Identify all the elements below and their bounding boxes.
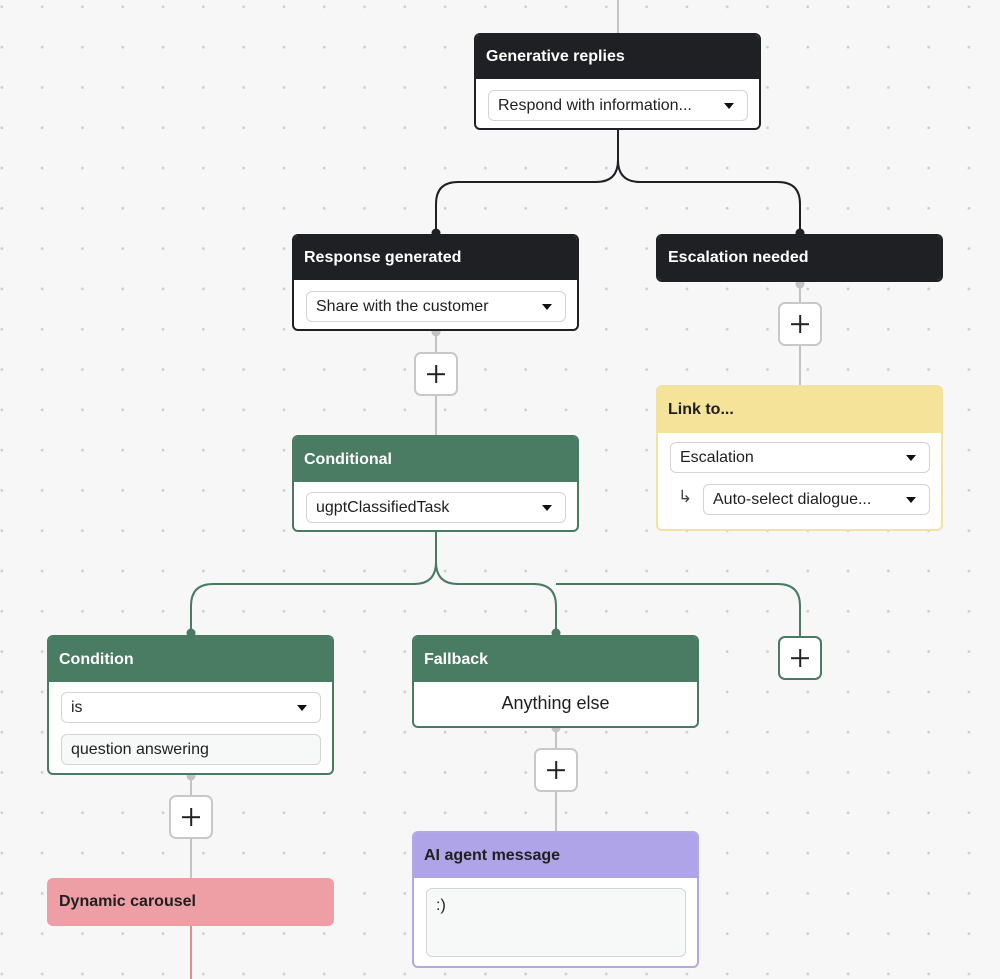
node-title: Dynamic carousel [59, 893, 196, 910]
node-title: Condition [49, 637, 332, 682]
caret-down-icon [297, 705, 307, 711]
generative-replies-select[interactable]: Respond with information... [488, 90, 748, 121]
add-step-button[interactable] [534, 748, 578, 792]
dynamic-carousel-node[interactable]: Dynamic carousel [47, 878, 334, 926]
add-step-button[interactable] [778, 302, 822, 346]
escalation-needed-node[interactable]: Escalation needed [656, 234, 943, 282]
link-target-select[interactable]: Escalation [670, 442, 930, 473]
add-step-button[interactable] [414, 352, 458, 396]
conditional-variable-select[interactable]: ugptClassifiedTask [306, 492, 566, 523]
select-value: is [71, 698, 83, 716]
condition-value-input[interactable]: question answering [61, 734, 321, 765]
node-title: AI agent message [414, 833, 697, 878]
fallback-text: Anything else [501, 693, 610, 713]
condition-operator-select[interactable]: is [61, 692, 321, 723]
caret-down-icon [724, 103, 734, 109]
caret-down-icon [906, 455, 916, 461]
node-title: Link to... [658, 387, 941, 433]
caret-down-icon [906, 497, 916, 503]
conditional-node[interactable]: Conditional ugptClassifiedTask [292, 435, 579, 532]
caret-down-icon [542, 304, 552, 310]
link-to-node[interactable]: Link to... Escalation ↳ Auto-select dial… [656, 385, 943, 531]
response-action-select[interactable]: Share with the customer [306, 291, 566, 322]
ai-agent-message-node[interactable]: AI agent message :) [412, 831, 699, 968]
add-condition-button[interactable] [778, 636, 822, 680]
select-value: Share with the customer [316, 297, 489, 315]
select-value: Auto-select dialogue... [713, 490, 872, 508]
return-arrow-icon: ↳ [678, 487, 693, 506]
ai-message-input[interactable]: :) [426, 888, 686, 957]
caret-down-icon [542, 505, 552, 511]
node-title: Response generated [294, 236, 577, 280]
response-generated-node[interactable]: Response generated Share with the custom… [292, 234, 579, 331]
node-title: Escalation needed [658, 236, 941, 280]
node-title: Generative replies [476, 35, 759, 79]
select-value: Respond with information... [498, 96, 692, 114]
node-title: Fallback [414, 637, 697, 682]
select-value: ugptClassifiedTask [316, 498, 450, 516]
add-step-button[interactable] [169, 795, 213, 839]
condition-node[interactable]: Condition is question answering [47, 635, 334, 775]
select-value: Escalation [680, 448, 754, 466]
fallback-node[interactable]: Fallback Anything else [412, 635, 699, 728]
node-title: Conditional [294, 437, 577, 482]
generative-replies-node[interactable]: Generative replies Respond with informat… [474, 33, 761, 130]
dialogue-select[interactable]: Auto-select dialogue... [703, 484, 930, 515]
